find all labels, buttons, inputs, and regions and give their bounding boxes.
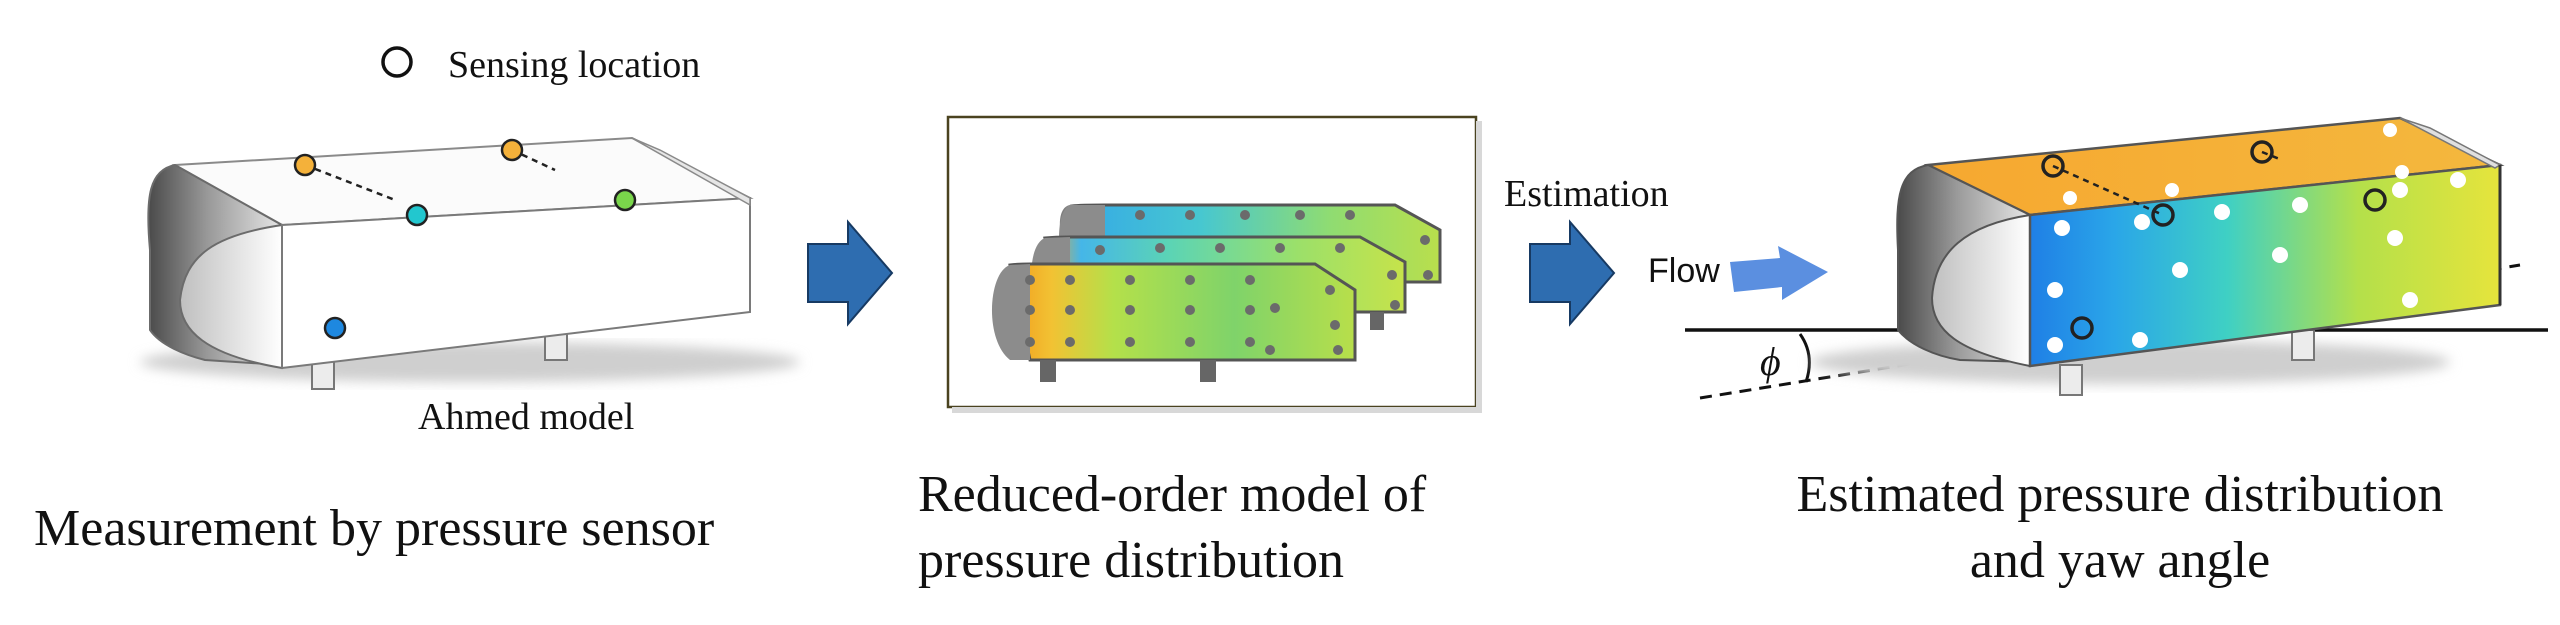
caption-rom-line1: Reduced-order model of	[918, 466, 1427, 523]
flow-arrow-icon	[1730, 246, 1828, 300]
sensor-marker	[500, 138, 524, 162]
process-arrow-1	[807, 219, 894, 327]
estimated-model-3d	[1685, 116, 2548, 400]
estimate-sensing-circles	[2041, 140, 2387, 340]
legend-label: Sensing location	[448, 44, 701, 86]
rom-sensor-dots	[1025, 210, 1433, 355]
caption-rom-line2: pressure distribution	[918, 532, 1345, 589]
legend-open-circle-icon	[381, 46, 413, 78]
estimation-arrow	[1529, 219, 1616, 327]
caption-estimated-line1: Estimated pressure distribution	[1796, 466, 2444, 523]
sensor-marker	[405, 203, 429, 227]
estimation-label: Estimation	[1504, 173, 1669, 215]
rom-slice-front	[991, 262, 1357, 382]
ahmed-model-3d	[140, 136, 800, 390]
yaw-angle-symbol: ϕ	[1760, 339, 1781, 384]
sensor-marker	[293, 153, 317, 177]
sensor-marker	[323, 316, 347, 340]
caption-measurement: Measurement by pressure sensor	[34, 500, 715, 557]
ahmed-model-label: Ahmed model	[418, 396, 635, 438]
sensor-marker	[613, 188, 637, 212]
caption-estimated: Estimated pressure distribution and yaw …	[1640, 462, 2560, 594]
flow-label: Flow	[1648, 252, 1720, 290]
caption-estimated-line2: and yaw angle	[1969, 532, 2271, 589]
estimate-sample-dots	[2047, 123, 2466, 353]
rom-panel	[946, 115, 1482, 413]
caption-rom: Reduced-order model of pressure distribu…	[918, 462, 1426, 594]
